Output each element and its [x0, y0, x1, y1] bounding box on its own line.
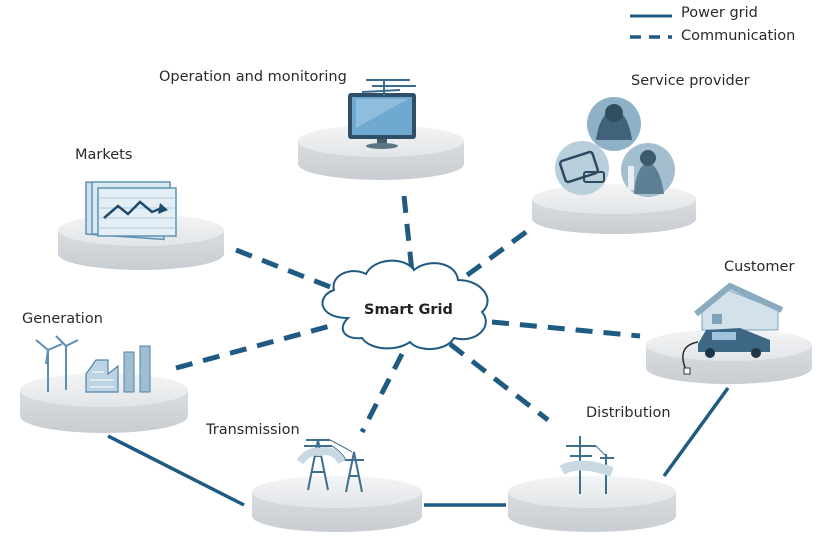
- legend-symbols: [630, 14, 672, 39]
- legend-power-grid-label: Power grid: [681, 5, 758, 21]
- transmission-label: Transmission: [206, 422, 300, 438]
- service-provider-icon: [555, 97, 675, 197]
- comm-line-service: [464, 229, 528, 279]
- markets-label: Markets: [75, 147, 133, 163]
- power-line-distribution-customer: [662, 386, 730, 478]
- generation-label: Generation: [22, 311, 103, 327]
- smart-grid-label: Smart Grid: [364, 302, 453, 318]
- comm-line-distribution: [448, 342, 550, 422]
- comm-line-customer: [491, 319, 641, 339]
- customer-label: Customer: [724, 259, 795, 275]
- operation-label: Operation and monitoring: [159, 69, 347, 85]
- service-provider-label: Service provider: [631, 73, 750, 89]
- house-car-icon: [682, 282, 784, 375]
- platform-transmission: [252, 476, 422, 532]
- power-line-generation-transmission: [107, 434, 245, 507]
- distribution-label: Distribution: [586, 405, 671, 421]
- communication-lines: [175, 195, 641, 434]
- transmission-tower-icon: [296, 439, 364, 493]
- power-grid-lines: [107, 386, 730, 507]
- comm-line-markets: [235, 247, 339, 293]
- comm-line-transmission: [359, 352, 405, 434]
- power-plant-icon: [35, 335, 151, 393]
- smart-grid-cloud: [321, 259, 489, 350]
- monitor-icon: [348, 79, 416, 149]
- comm-line-operation: [401, 195, 415, 273]
- distribution-pole-icon: [559, 436, 614, 494]
- platform-distribution: [508, 476, 676, 532]
- legend-communication-label: Communication: [681, 28, 796, 44]
- platform-service: [532, 184, 696, 234]
- markets-chart-icon: [85, 181, 177, 241]
- comm-line-generation: [175, 323, 331, 371]
